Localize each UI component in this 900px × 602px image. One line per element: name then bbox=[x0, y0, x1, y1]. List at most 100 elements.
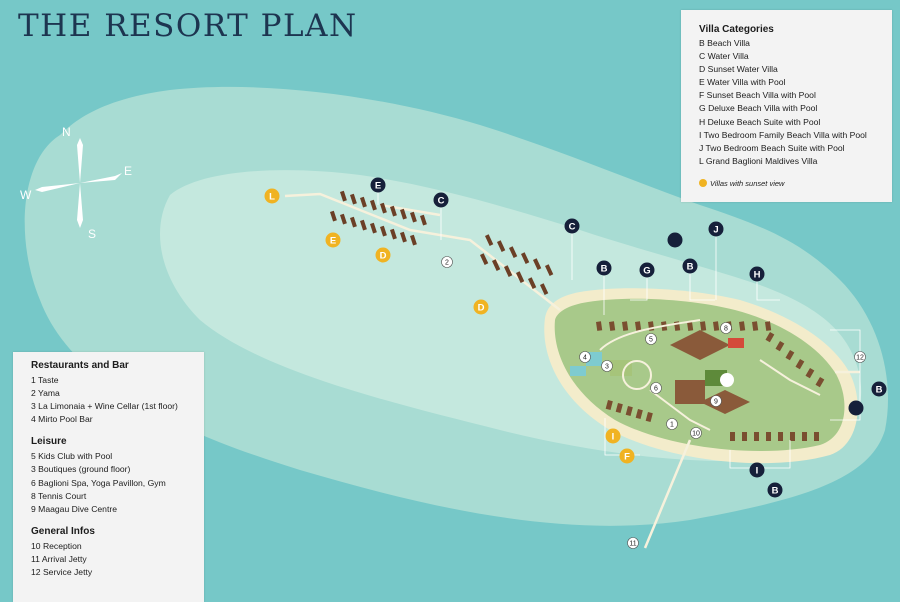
marker-g-label: G bbox=[643, 266, 650, 277]
marker-d-mid: D bbox=[473, 299, 489, 315]
poi-4-label: 4 bbox=[583, 355, 587, 362]
marker-l-label: L bbox=[269, 192, 275, 203]
villa-hut bbox=[504, 265, 513, 277]
general-item: 10 Reception bbox=[31, 540, 82, 551]
poi-8: 8 bbox=[720, 322, 732, 334]
villa-hut bbox=[545, 264, 554, 276]
villa-hut bbox=[399, 208, 407, 220]
central-buildings bbox=[570, 330, 750, 414]
marker-i-bottom-dot bbox=[749, 462, 765, 478]
villa-hut bbox=[608, 321, 616, 331]
poi-2-dot bbox=[441, 256, 453, 268]
marker-f-dot bbox=[619, 448, 635, 464]
villa-hut bbox=[340, 213, 347, 225]
compass-n: N bbox=[62, 125, 71, 139]
marker-c-top: C bbox=[433, 192, 449, 208]
marker-d-top-dot bbox=[375, 247, 391, 263]
poi-3-label: 3 bbox=[605, 364, 609, 371]
poi-12-label: 12 bbox=[856, 355, 864, 362]
sunset-note-text: Villas with sunset view bbox=[710, 178, 785, 188]
villa-hut bbox=[533, 258, 542, 270]
leisure-heading: Leisure bbox=[31, 436, 67, 448]
general-item: 12 Service Jetty bbox=[31, 567, 93, 578]
marker-e-top: E bbox=[370, 177, 386, 193]
marker-b-2: B bbox=[682, 258, 698, 274]
villa-hut bbox=[349, 193, 357, 205]
marker-l-dot bbox=[264, 188, 280, 204]
villa-hut bbox=[389, 205, 397, 217]
water-villas bbox=[330, 190, 554, 295]
marker-blank-2-dot bbox=[848, 400, 864, 416]
villa-hut bbox=[730, 432, 735, 441]
marker-h-dot bbox=[749, 266, 765, 282]
poi-3: 3 bbox=[601, 360, 613, 372]
villa-hut bbox=[516, 271, 525, 283]
marker-j: J bbox=[708, 221, 724, 237]
villa-categories-item: B Beach Villa bbox=[699, 38, 750, 48]
villa-hut bbox=[687, 321, 694, 331]
villa-hut bbox=[634, 321, 642, 331]
marker-d-top: D bbox=[375, 247, 391, 263]
leisure-item: 9 Maagau Dive Centre bbox=[31, 503, 117, 514]
villa-hut bbox=[596, 321, 603, 331]
poi-8-label: 8 bbox=[724, 326, 728, 333]
restaurants-item: 1 Taste bbox=[31, 375, 59, 385]
marker-b-right: B bbox=[871, 381, 887, 397]
poi-9-dot bbox=[710, 395, 722, 407]
restaurants-item: 2 Yama bbox=[31, 388, 60, 399]
marker-l: L bbox=[264, 188, 280, 204]
compass-w: W bbox=[20, 188, 32, 202]
poi-1: 1 bbox=[666, 418, 678, 430]
jetties bbox=[284, 192, 860, 549]
restaurants-heading: Restaurants and Bar bbox=[31, 360, 129, 371]
poi-11: 11 bbox=[627, 537, 639, 549]
villa-categories-item: I Two Bedroom Family Beach Villa with Po… bbox=[699, 129, 867, 140]
marker-c-mid-label: C bbox=[569, 222, 576, 233]
villa-hut bbox=[540, 283, 549, 295]
villa-categories-item: H Deluxe Beach Suite with Pool bbox=[699, 116, 821, 127]
villa-hut bbox=[766, 432, 771, 441]
marker-i-bottom-label: I bbox=[756, 466, 759, 477]
villa-hut bbox=[369, 199, 377, 211]
marker-b-right-label: B bbox=[876, 385, 883, 396]
villa-categories-heading: Villa Categories bbox=[699, 24, 774, 35]
poi-2-label: 2 bbox=[445, 260, 449, 267]
compass-e: E bbox=[124, 164, 132, 178]
villa-hut bbox=[802, 432, 807, 441]
poi-5-dot bbox=[645, 333, 657, 345]
poi-8-dot bbox=[720, 322, 732, 334]
villa-hut bbox=[622, 321, 629, 331]
villa-hut bbox=[645, 412, 653, 422]
poi-11-label: 11 bbox=[629, 541, 636, 548]
marker-d-mid-label: D bbox=[478, 303, 485, 314]
villa-hut bbox=[805, 368, 815, 379]
villa-hut bbox=[410, 234, 417, 246]
villa-hut bbox=[775, 341, 785, 352]
villa-hut bbox=[739, 321, 746, 331]
marker-e-orange-label: E bbox=[330, 236, 336, 247]
villa-hut bbox=[700, 321, 707, 331]
marker-j-label: J bbox=[713, 225, 718, 236]
compass-rose: N E S W bbox=[20, 125, 132, 241]
villa-hut bbox=[528, 277, 537, 289]
villa-hut bbox=[380, 225, 387, 237]
marker-g-dot bbox=[639, 262, 655, 278]
marker-b-1: B bbox=[596, 260, 612, 276]
villa-categories-legend: Villa Categories B Beach Villa C Water Vi… bbox=[681, 10, 892, 202]
marker-d-mid-dot bbox=[473, 299, 489, 315]
marker-b-right-dot bbox=[871, 381, 887, 397]
marker-h: H bbox=[749, 266, 765, 282]
poi-10-dot bbox=[690, 427, 702, 439]
villa-hut bbox=[359, 196, 367, 208]
compass-s: S bbox=[88, 227, 96, 241]
marker-b-2-dot bbox=[682, 258, 698, 274]
marker-b-bottom-dot bbox=[767, 482, 783, 498]
villa-categories-item: C Water Villa bbox=[699, 51, 749, 62]
villa-categories-item: G Deluxe Beach Villa with Pool bbox=[699, 103, 818, 114]
poi-4: 4 bbox=[579, 351, 591, 363]
island-paths bbox=[599, 319, 821, 431]
villa-hut bbox=[479, 253, 489, 265]
villa-hut bbox=[330, 210, 337, 222]
